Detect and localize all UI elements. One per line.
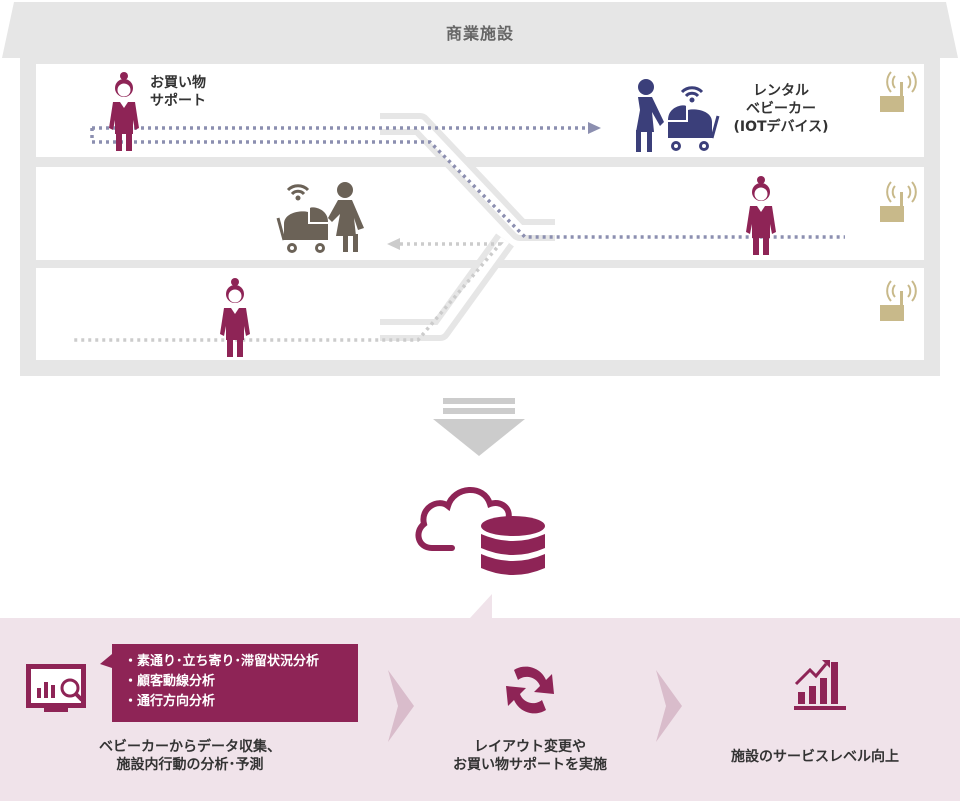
analysis-item: 顧客動線分析 [124, 672, 358, 692]
building-roof [2, 2, 958, 58]
path-arrow-right [588, 122, 601, 134]
analysis-caption-line-1: ベビーカーからデータ収集、 [99, 739, 281, 755]
analysis-caption-line-2: 施設内行動の分析･予測 [116, 757, 264, 773]
bubble-pointer [100, 654, 112, 668]
staff-label-line-1: お買い物 [150, 75, 206, 91]
analysis-item: 通行方向分析 [124, 692, 358, 712]
database-icon [481, 516, 545, 575]
chevron-right-icon-2 [656, 670, 682, 742]
staff-label: お買い物 サポート [150, 74, 206, 110]
mother-with-stroller-icon-2 [276, 182, 364, 255]
path-arrow-left [387, 238, 400, 250]
monitor-analytics-icon [26, 664, 86, 712]
stroller-label-line-3: (IOTデバイス) [733, 119, 829, 135]
visitor-path [72, 242, 504, 342]
cloud-icon [415, 487, 512, 551]
step-layout-label: レイアウト変更や お買い物サポートを実施 [420, 738, 640, 774]
step-service-label: 施設のサービスレベル向上 [690, 748, 940, 766]
step-layout-line-1: レイアウト変更や [474, 739, 586, 755]
step-service-line-1: 施設のサービスレベル向上 [731, 749, 899, 765]
analysis-bubble: 素通り･立ち寄り･滞留状況分析 顧客動線分析 通行方向分析 [112, 644, 358, 722]
analysis-item: 素通り･立ち寄り･滞留状況分析 [124, 652, 358, 672]
staff-label-line-2: サポート [150, 93, 206, 109]
chevron-right-icon-1 [388, 670, 414, 742]
down-arrow-icon [433, 398, 525, 456]
analysis-list: 素通り･立ち寄り･滞留状況分析 顧客動線分析 通行方向分析 [124, 652, 358, 712]
stroller-label: レンタル ベビーカー (IOTデバイス) [716, 82, 846, 136]
analysis-caption: ベビーカーからデータ収集、 施設内行動の分析･予測 [40, 738, 340, 774]
stroller-path [90, 126, 845, 239]
mother-with-stroller-icon [636, 79, 720, 153]
step-layout-line-2: お買い物サポートを実施 [453, 757, 607, 773]
refresh-icon [506, 666, 554, 714]
stroller-label-line-1: レンタル [753, 83, 809, 99]
building-title: 商業施設 [445, 24, 514, 43]
stroller-label-line-2: ベビーカー [746, 101, 816, 117]
growth-chart-icon [794, 660, 846, 710]
